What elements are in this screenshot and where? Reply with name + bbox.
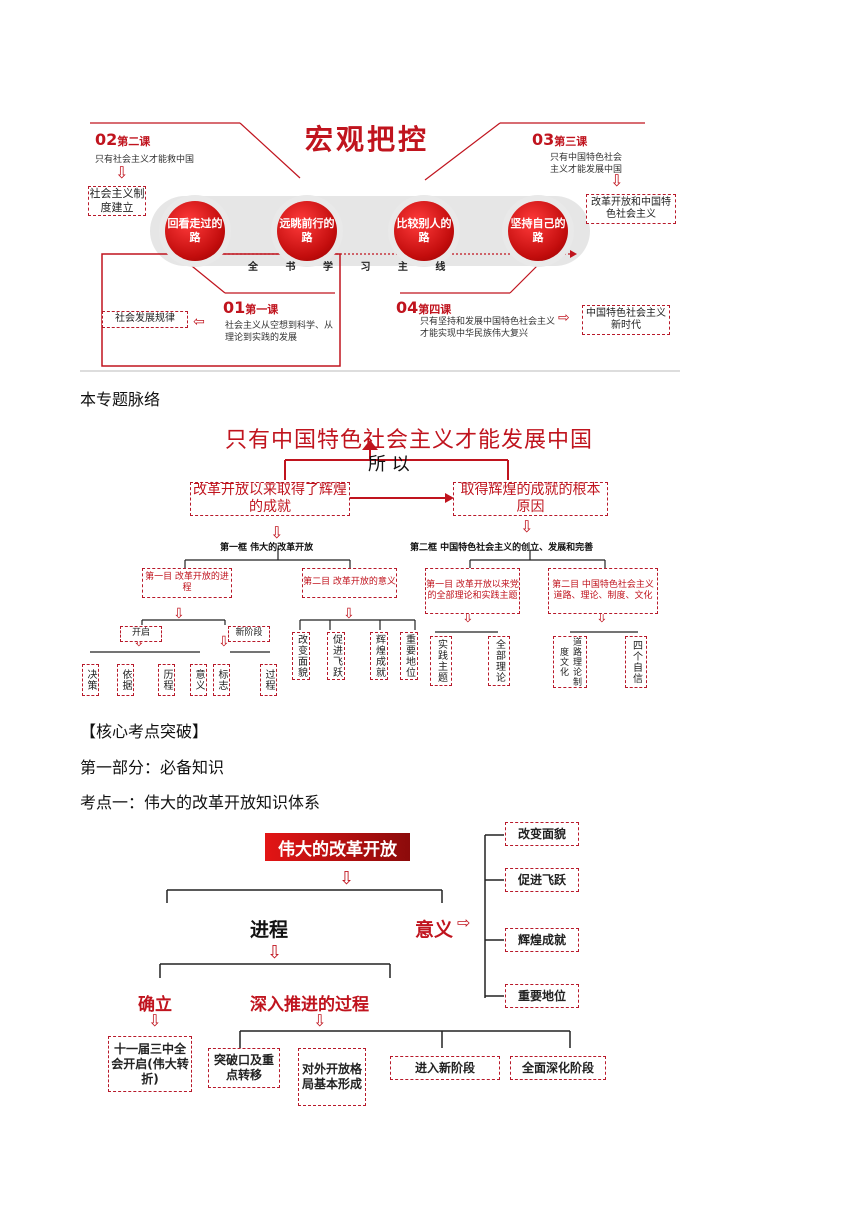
- svg-text:⇩: ⇩: [270, 523, 283, 542]
- leaf-leap: 促进飞跃: [327, 632, 345, 680]
- lesson2-desc: 只有社会主义才能救中国: [95, 155, 195, 165]
- lesson4-desc: 只有坚持和发展中国特色社会主义才能实现中华民族伟大复兴: [420, 317, 556, 340]
- caption-point1: 考点一：伟大的改革开放知识体系: [80, 793, 321, 812]
- svg-text:⇦: ⇦: [193, 314, 205, 330]
- svg-text:⇩: ⇩: [133, 634, 145, 650]
- reform-title: 伟大的改革开放: [265, 833, 410, 861]
- svg-text:⇨: ⇨: [558, 310, 570, 326]
- lesson1-desc: 社会主义从空想到科学、从理论到实践的发展: [225, 321, 334, 344]
- establish-label: 确立: [138, 995, 172, 1015]
- section4-box: 第二目 中国特色社会主义道路、理论、制度、文化: [548, 568, 658, 614]
- section1-box: 第一目 改革开放的进程: [142, 568, 232, 598]
- lesson2-name: 第二课: [117, 135, 151, 148]
- lesson4-box: 中国特色社会主义新时代: [582, 305, 670, 335]
- right-position: 重要地位: [505, 984, 579, 1008]
- lesson3-heading: 03第三课: [532, 130, 587, 149]
- lesson1-box: 社会发展规律: [102, 311, 188, 328]
- leaf-glory: 辉煌成就: [370, 632, 388, 680]
- leaf-change-face: 改变面貌: [292, 632, 310, 680]
- frame2-label: 第二框 中国特色社会主义的创立、发展和完善: [410, 543, 594, 553]
- new-stage-box: 新阶段: [228, 626, 270, 642]
- lesson3-name: 第三课: [554, 135, 588, 148]
- section2-box: 第二目 改革开放的意义: [302, 568, 397, 598]
- leaf-four-aspects: 道路理论制度文化: [553, 636, 587, 688]
- leaf-meaning: 意义: [190, 664, 207, 696]
- svg-text:⇩: ⇩: [520, 517, 533, 536]
- circle-persist: 坚持自己的路: [508, 201, 568, 261]
- caption-core: 【核心考点突破】: [80, 722, 209, 741]
- macro-diagram: ⇩ ⇩ ⇦ ⇨ 宏观把控 02第二课 只有社会主义才能救中国 社会主义制度建立 …: [80, 118, 680, 374]
- svg-text:⇩: ⇩: [148, 1011, 161, 1030]
- leaf-basis: 依据: [117, 664, 134, 696]
- macro-diagram-lines: ⇩ ⇩ ⇦ ⇨: [80, 122, 680, 372]
- step-deepening: 全面深化阶段: [510, 1056, 606, 1080]
- right-glory: 辉煌成就: [505, 928, 579, 952]
- context-top-title: 只有中国特色社会主义才能发展中国: [225, 428, 594, 453]
- lesson1-num: 01: [223, 298, 246, 317]
- lesson2-heading: 02第二课: [95, 130, 150, 149]
- svg-text:⇩: ⇩: [339, 868, 354, 889]
- leaf-position: 重要地位: [400, 632, 418, 680]
- circle-look-ahead: 远眺前行的路: [277, 201, 337, 261]
- svg-text:⇩: ⇩: [313, 1011, 326, 1030]
- lesson3-box: 改革开放和中国特色社会主义: [586, 194, 676, 224]
- mainline-label: 全 书 学 习 主 线: [248, 262, 458, 273]
- context-so: 所 以: [368, 454, 410, 475]
- meaning-label: 意义: [415, 919, 454, 941]
- lesson4-name: 第四课: [418, 303, 452, 316]
- third-plenum-box: 十一届三中全会开启(伟大转折): [108, 1036, 192, 1092]
- right-change-face: 改变面貌: [505, 822, 579, 846]
- leaf-decision: 决策: [82, 664, 99, 696]
- svg-text:⇩: ⇩: [218, 634, 230, 650]
- svg-text:⇩: ⇩: [173, 606, 185, 622]
- step-breakthrough: 突破口及重点转移: [208, 1048, 280, 1088]
- circle-look-back: 回看走过的路: [165, 201, 225, 261]
- lesson1-heading: 01第一课: [223, 298, 278, 317]
- svg-text:⇩: ⇩: [610, 171, 623, 190]
- svg-text:⇩: ⇩: [596, 610, 608, 626]
- step-opening: 对外开放格局基本形成: [298, 1048, 366, 1106]
- caption-context: 本专题脉络: [80, 390, 161, 409]
- leaf-four-confidences: 四个自信: [625, 636, 647, 688]
- context-diagram-lines: ⇩ ⇩ ⇩ ⇩ ⇩ ⇩ ⇩ ⇩: [90, 440, 638, 653]
- achievements-box: 改革开放以来取得了辉煌的成就: [190, 482, 350, 516]
- lesson4-num: 04: [396, 298, 419, 317]
- lesson2-box: 社会主义制度建立: [88, 186, 146, 216]
- reform-diagram: ⇩ ⇨ ⇩ ⇩ ⇩ 伟大的改革开放 进程 意义 确立 深入推进的过程 十一届三中…: [100, 818, 620, 1118]
- lesson4-heading: 04第四课: [396, 298, 451, 317]
- leaf-process: 过程: [260, 664, 277, 696]
- frame1-label: 第一框 伟大的改革开放: [220, 543, 314, 553]
- start-box: 开启: [120, 626, 162, 642]
- lesson2-num: 02: [95, 130, 118, 149]
- leaf-history: 历程: [158, 664, 175, 696]
- circle-compare: 比较别人的路: [394, 201, 454, 261]
- macro-title: 宏观把控: [305, 123, 430, 156]
- step-new-stage: 进入新阶段: [390, 1056, 500, 1080]
- root-cause-box: 取得辉煌的成就的根本原因: [453, 482, 608, 516]
- leaf-practice-theme: 实践主题: [430, 636, 452, 686]
- svg-text:⇩: ⇩: [462, 610, 474, 626]
- process-label: 进程: [250, 919, 289, 941]
- svg-text:⇩: ⇩: [115, 163, 128, 182]
- deepen-label: 深入推进的过程: [250, 995, 369, 1015]
- leaf-all-theory: 全部理论: [488, 636, 510, 686]
- lesson3-desc: 只有中国特色社会主义才能发展中国: [550, 153, 623, 176]
- svg-text:⇩: ⇩: [267, 942, 282, 963]
- leaf-symbol: 标志: [213, 664, 230, 696]
- right-leap: 促进飞跃: [505, 868, 579, 892]
- section3-box: 第一目 改革开放以来党的全部理论和实践主题: [425, 568, 520, 614]
- svg-text:⇨: ⇨: [457, 913, 470, 932]
- svg-text:⇩: ⇩: [343, 606, 355, 622]
- caption-part1: 第一部分：必备知识: [80, 758, 225, 777]
- context-diagram: ⇩ ⇩ ⇩ ⇩ ⇩ ⇩ ⇩ ⇩ 只有中国特色社会主义才能发展中国 所 以 改革开…: [80, 420, 680, 702]
- lesson1-name: 第一课: [245, 303, 279, 316]
- reform-diagram-lines: ⇩ ⇨ ⇩ ⇩ ⇩: [148, 834, 571, 1048]
- lesson3-num: 03: [532, 130, 555, 149]
